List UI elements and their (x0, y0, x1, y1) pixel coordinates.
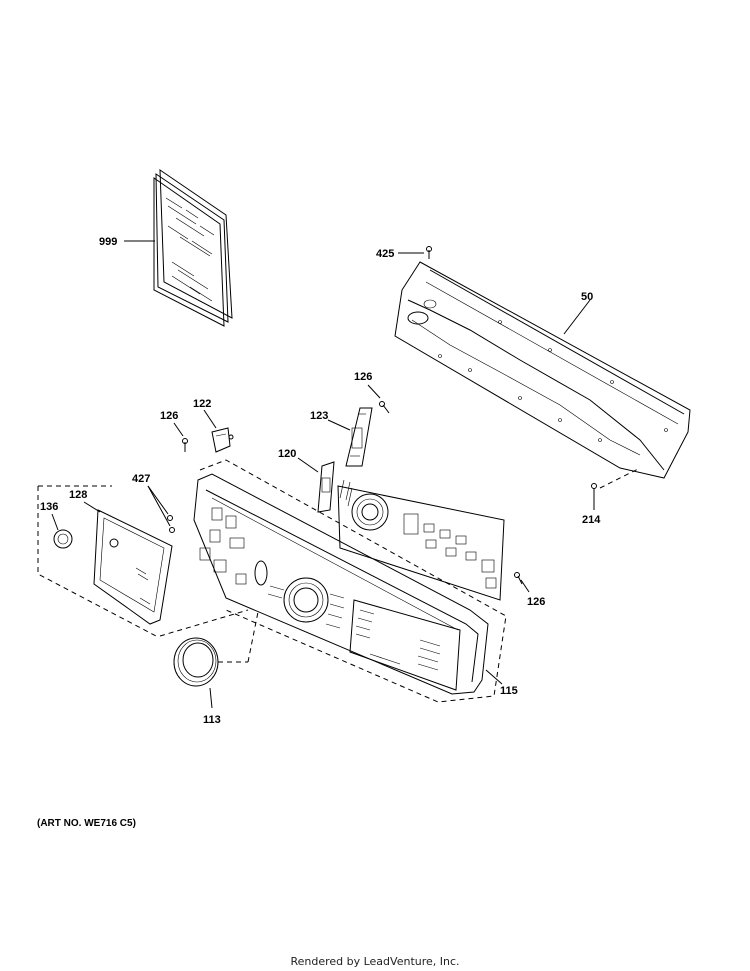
callout-115: 115 (500, 685, 518, 697)
part-120-control-board[interactable] (317, 461, 505, 601)
part-115-control-panel[interactable] (193, 473, 489, 695)
part-425-screw[interactable] (426, 246, 432, 260)
callout-126-left: 126 (160, 410, 178, 422)
part-427-screws[interactable] (167, 515, 175, 533)
part-128-cover[interactable] (93, 509, 173, 625)
part-50-bracket[interactable] (394, 261, 691, 479)
callout-122: 122 (193, 398, 211, 410)
part-113-knob-ring[interactable] (173, 637, 219, 687)
callout-136: 136 (40, 501, 58, 513)
callout-999: 999 (99, 236, 117, 248)
callout-113: 113 (203, 714, 221, 726)
callout-128: 128 (69, 489, 87, 501)
part-126-screw-right[interactable] (514, 572, 523, 585)
part-214-screw[interactable] (591, 483, 597, 499)
part-126-screw-left[interactable] (182, 438, 188, 453)
callout-425: 425 (376, 248, 394, 260)
callout-427: 427 (132, 473, 150, 485)
callout-214: 214 (582, 514, 601, 526)
part-999-manual[interactable] (153, 169, 233, 327)
footer-credit: Rendered by LeadVenture, Inc. (290, 955, 460, 968)
callout-120: 120 (278, 448, 296, 460)
part-122-bracket[interactable] (211, 427, 234, 453)
art-number: (ART NO. WE716 C5) (37, 818, 136, 829)
callout-50: 50 (581, 291, 593, 303)
callout-126-right: 126 (527, 596, 545, 608)
callout-123: 123 (310, 410, 328, 422)
part-126-screw-top[interactable] (379, 401, 390, 414)
part-136-knob-cap[interactable] (53, 529, 73, 549)
part-123-board[interactable] (345, 407, 373, 467)
callout-126-top: 126 (354, 371, 372, 383)
